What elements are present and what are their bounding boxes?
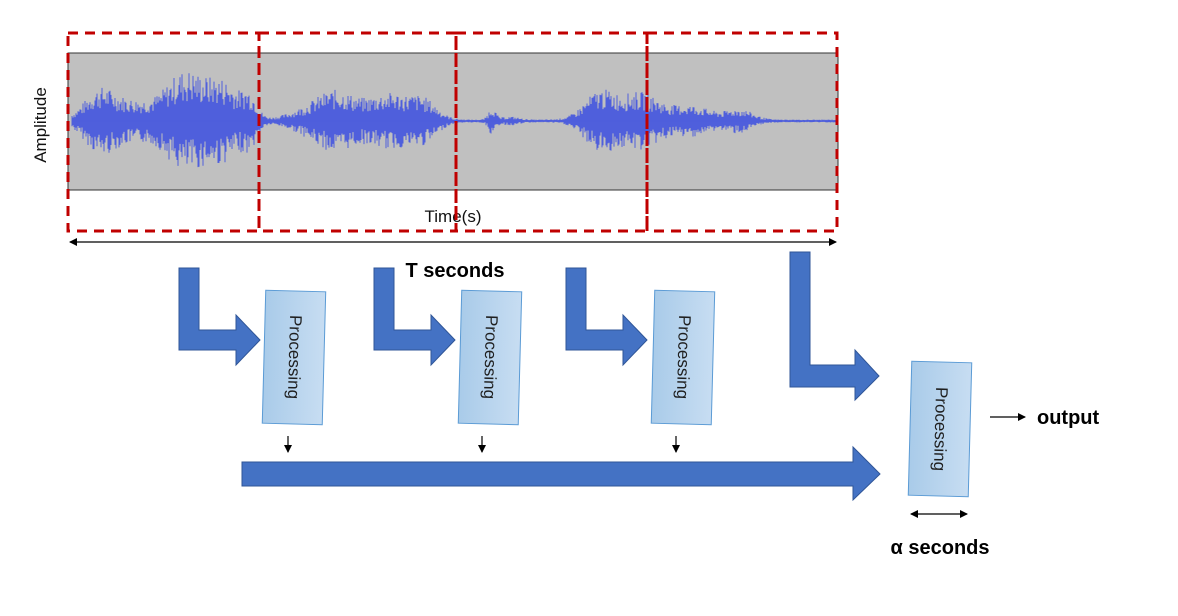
input-arrow-1	[178, 267, 261, 367]
audio-waveform	[71, 73, 837, 168]
waveform-plot: Amplitude Time(s)	[31, 52, 839, 226]
processing-box-2: Processing	[457, 289, 523, 426]
segment-frame-3	[454, 31, 649, 233]
input-arrow-3	[565, 267, 648, 367]
processing-box-1: Processing	[261, 289, 327, 426]
output-label: output	[1037, 407, 1100, 429]
processing-box-final: Processing	[907, 360, 973, 498]
latency-label: α seconds	[891, 537, 990, 559]
processing-label-2: Processing	[480, 315, 501, 400]
input-arrow-4	[789, 251, 880, 402]
input-arrow-2	[373, 267, 456, 367]
input-arrows	[178, 251, 880, 402]
duration-dimension: T seconds	[69, 238, 837, 282]
segment-frame-1	[66, 31, 261, 233]
aggregation-arrow	[241, 445, 881, 502]
down-arrows	[284, 436, 680, 453]
duration-label: T seconds	[406, 260, 505, 282]
x-axis-label: Time(s)	[425, 207, 482, 226]
latency-dimension: α seconds	[891, 510, 990, 559]
y-axis-label: Amplitude	[31, 87, 50, 163]
output-group: output	[990, 407, 1100, 429]
segment-frame-2	[257, 31, 458, 233]
segment-frames	[66, 31, 839, 233]
processing-label-final: Processing	[930, 387, 951, 472]
processing-box-3: Processing	[650, 289, 716, 426]
processing-label-3: Processing	[673, 315, 694, 400]
segment-frame-4	[645, 31, 839, 233]
processing-label-1: Processing	[284, 315, 305, 400]
